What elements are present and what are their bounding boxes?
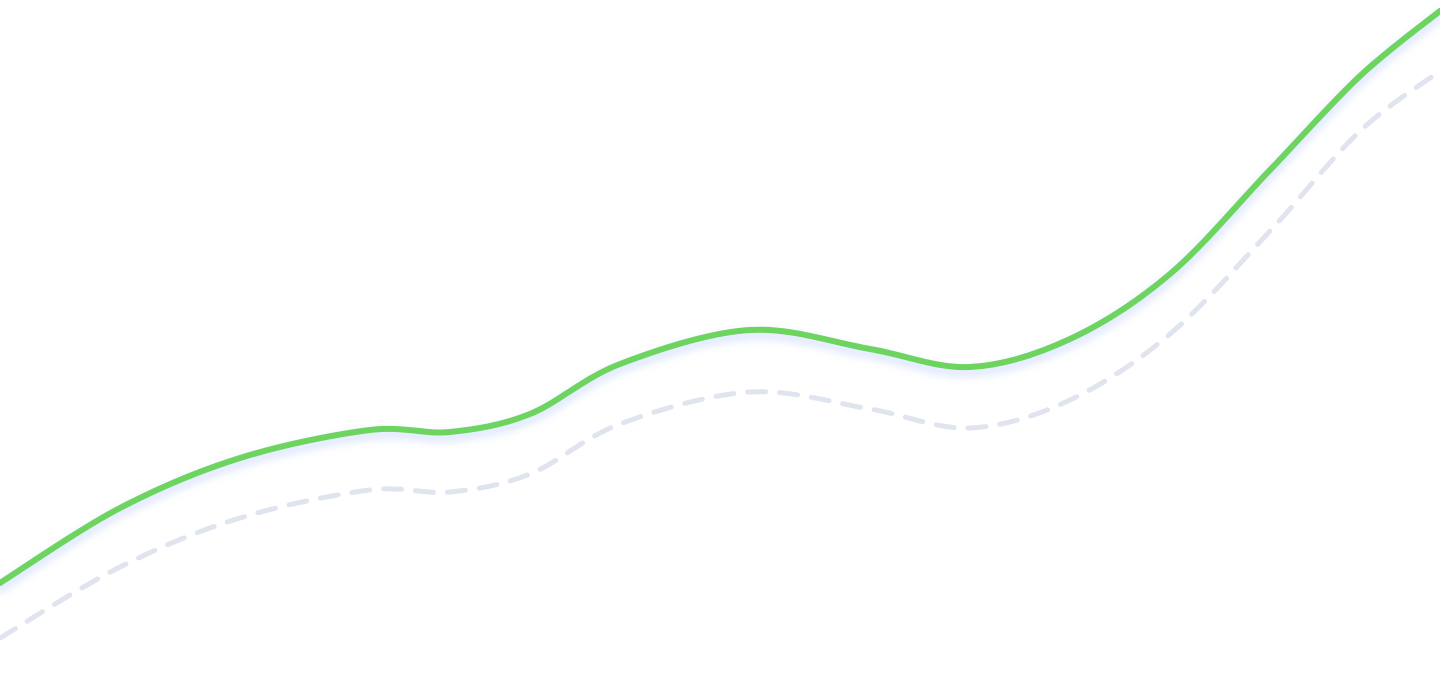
series-0-shadow: [0, 11, 1440, 593]
solid-series-line: [0, 8, 1440, 586]
series-layer: [0, 8, 1440, 641]
dashed-series-line: [0, 68, 1440, 641]
